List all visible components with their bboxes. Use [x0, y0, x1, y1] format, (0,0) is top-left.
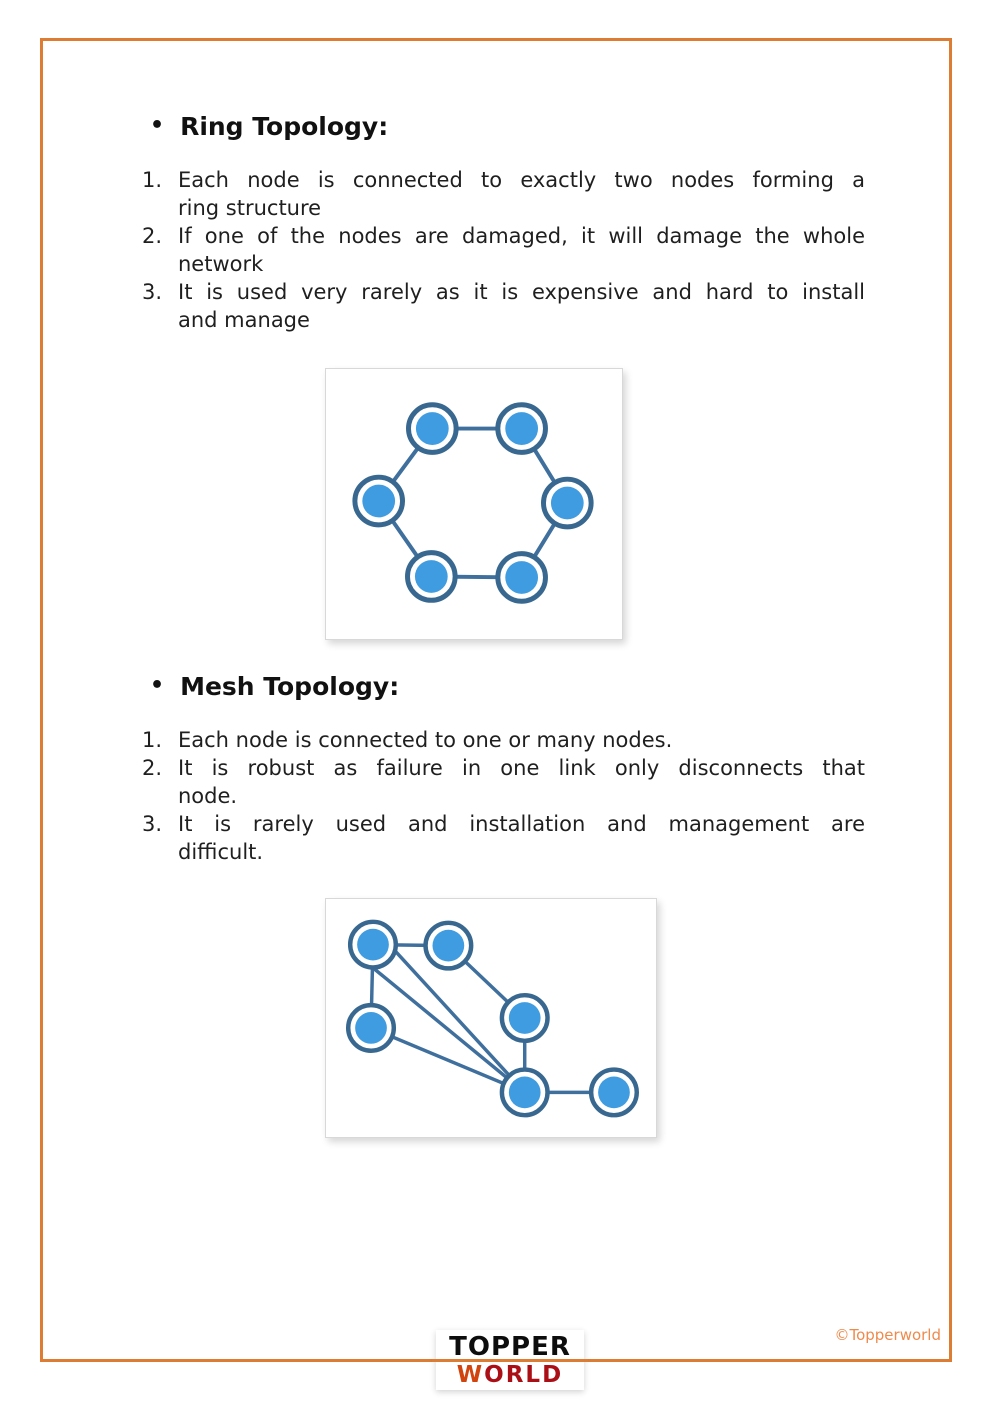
heading-text: Ring Topology:	[180, 112, 389, 141]
topology-node	[550, 486, 584, 520]
list-item-number: 1.	[142, 168, 163, 192]
bullet-icon: •	[150, 673, 165, 698]
border-line-overlay	[432, 1359, 588, 1362]
list-item-line: network	[178, 252, 264, 276]
list-item-line: and manage	[178, 308, 310, 332]
topology-link	[370, 1026, 526, 1094]
ring-topology-image	[325, 368, 623, 640]
list-item-line: It is rarely used and installation and m…	[178, 812, 865, 836]
list-item-number: 2.	[142, 224, 163, 248]
logo-text-topper: TOPPER	[449, 1332, 571, 1362]
mesh-topology-image	[325, 898, 657, 1138]
list-item-number: 3.	[142, 812, 163, 836]
topology-node	[505, 412, 539, 445]
topology-node	[415, 412, 449, 445]
ring-topology-diagram	[352, 402, 594, 604]
list-item: 2. If one of the nodes are damaged, it w…	[142, 222, 865, 278]
mesh-topology-diagram	[345, 919, 640, 1118]
list-item: 1. Each node is connected to one or many…	[142, 726, 865, 754]
topology-link	[362, 959, 526, 1094]
list-item-line: Each node is connected to exactly two no…	[178, 168, 865, 192]
topology-node	[432, 929, 465, 962]
list-item-line: difficult.	[178, 840, 264, 864]
topology-node	[508, 1002, 541, 1034]
list-item-number: 3.	[142, 280, 163, 304]
ring-topology-heading: • Ring Topology:	[150, 112, 388, 142]
list-item-line: If one of the nodes are damaged, it will…	[178, 224, 865, 248]
list-item-number: 1.	[142, 728, 163, 752]
list-item-line: It is used very rarely as it is expensiv…	[178, 280, 865, 304]
list-item: 2. It is robust as failure in one link o…	[142, 754, 865, 810]
list-item: 3. It is rarely used and installation an…	[142, 810, 865, 866]
logo-text-world: WORLD	[456, 1362, 564, 1388]
topology-link	[382, 937, 526, 1094]
mesh-topology-list: 1. Each node is connected to one or many…	[142, 726, 865, 866]
heading-text: Mesh Topology:	[180, 672, 400, 701]
list-item-line: node.	[178, 784, 238, 808]
copyright-watermark: ©Topperworld	[834, 1326, 941, 1344]
mesh-topology-heading: • Mesh Topology:	[150, 672, 399, 702]
list-item: 1. Each node is connected to exactly two…	[142, 166, 865, 222]
list-item-line: It is robust as failure in one link only…	[178, 756, 865, 780]
topology-node	[362, 484, 396, 518]
topology-node	[414, 560, 448, 593]
topology-node	[505, 561, 539, 594]
topology-node	[598, 1076, 630, 1109]
topology-node	[357, 928, 389, 961]
list-item: 3. It is used very rarely as it is expen…	[142, 278, 865, 334]
list-item-line: Each node is connected to one or many no…	[178, 728, 673, 752]
ring-topology-list: 1. Each node is connected to exactly two…	[142, 166, 865, 334]
bullet-icon: •	[150, 113, 165, 138]
list-item-number: 2.	[142, 756, 163, 780]
list-item-line: ring structure	[178, 196, 322, 220]
topology-node	[508, 1076, 541, 1109]
topology-node	[355, 1012, 387, 1044]
